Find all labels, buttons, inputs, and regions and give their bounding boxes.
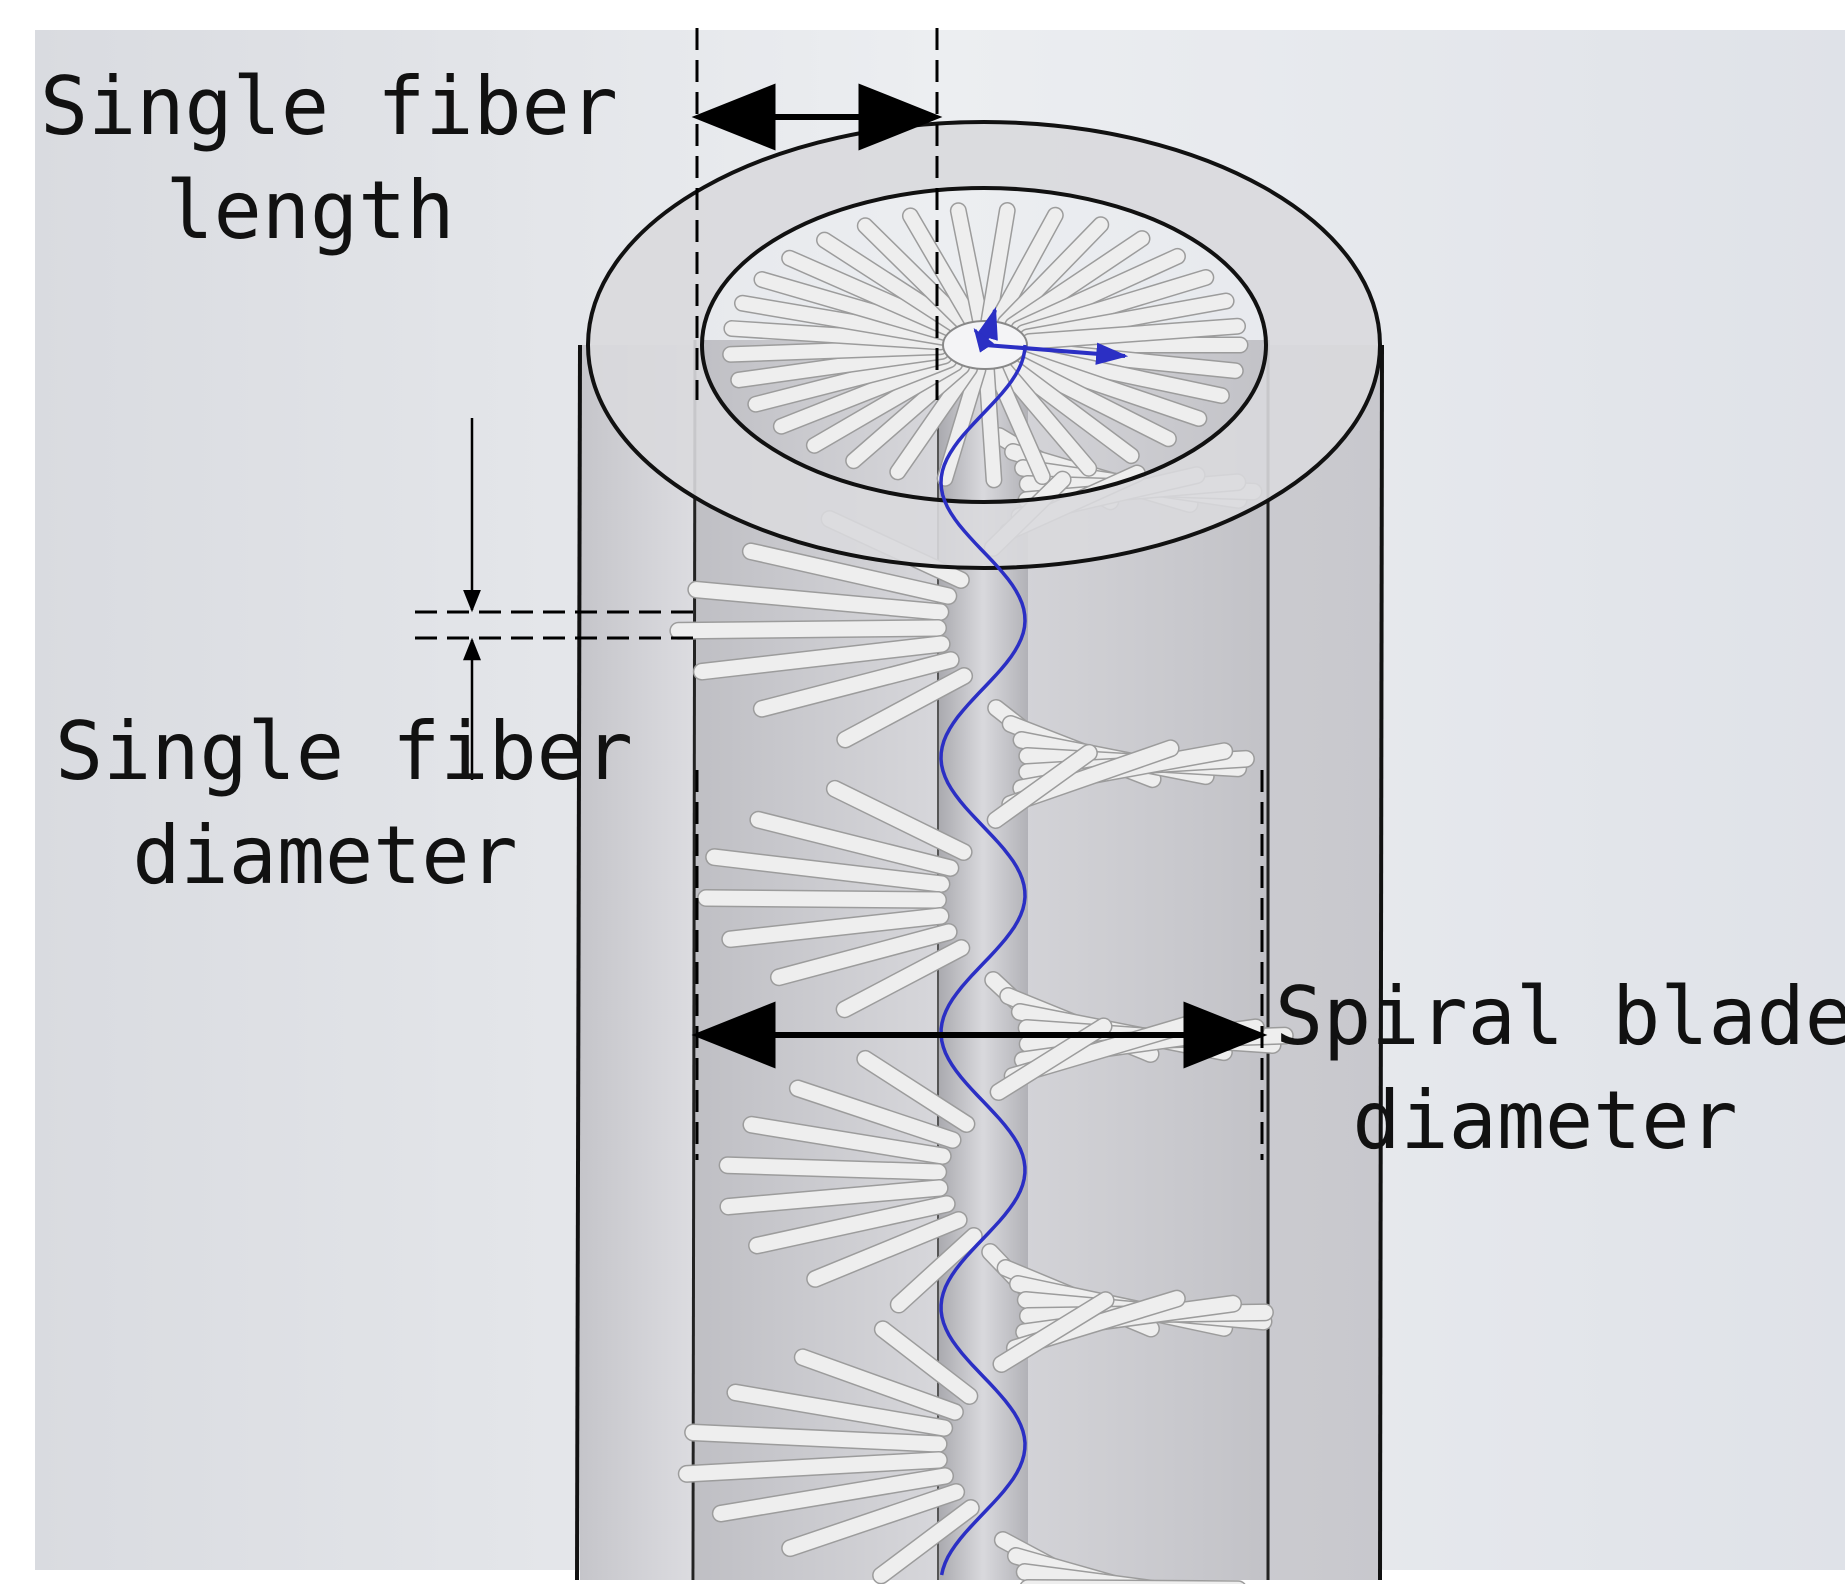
fiber-bristle [875, 1321, 977, 1404]
fiber-bristle [890, 361, 977, 479]
label-line: diameter [132, 809, 518, 902]
fiber-bristle [837, 940, 969, 1017]
inner-top-rim [700, 186, 1268, 504]
fiber-bristle [807, 1212, 967, 1287]
fiber-bristle [846, 359, 969, 468]
fiber-bristle [754, 272, 953, 340]
fiber-bristle [782, 251, 958, 336]
label-single-fiber-diameter: Single fiber diameter [55, 700, 633, 908]
outer-top-rim [586, 120, 1382, 570]
inner-bore-left-edge [691, 339, 697, 1581]
spiral-helix-curve [939, 344, 1027, 1576]
fiber-bristle [837, 668, 972, 748]
fiber-bristle [993, 1292, 1114, 1372]
label-line: Single fiber [55, 705, 633, 798]
fiber-bristle [1010, 355, 1176, 446]
fiber-bristle [795, 1349, 963, 1420]
coordinate-axes-icon [973, 306, 1129, 365]
fiber-bristle [1022, 319, 1245, 349]
fiber-bristle [1019, 347, 1229, 403]
fiber-bristle [688, 582, 948, 620]
outer-tube-right-edge [1378, 344, 1384, 1581]
fiber-bristle [679, 1452, 947, 1482]
fiber-bristle [979, 362, 1001, 487]
fiber-bristle [735, 296, 950, 345]
fiber-bristle [996, 360, 1096, 476]
fiber-bristle [698, 890, 946, 908]
fiber-bristle [903, 208, 979, 329]
fiber-bristle [891, 1228, 982, 1313]
fiber-bristle [713, 1468, 953, 1522]
fiber-bristle [1003, 358, 1139, 463]
fiber-bristle [1017, 1564, 1174, 1584]
label-spiral-blade-diameter: Spiral blade diameter [1275, 965, 1845, 1173]
fiber-length-dimension [691, 28, 943, 400]
fiber-bristle [1015, 351, 1206, 426]
top-fiber-ring [722, 202, 1249, 489]
label-line: Single fiber [40, 60, 618, 153]
fiber-bristle [981, 203, 1015, 328]
fiber-bristle [990, 208, 1063, 328]
fiber-diameter-dimension [415, 418, 700, 780]
fiber-bristle [938, 362, 985, 486]
fiber-bristle [771, 924, 957, 985]
fiber-bristle [754, 652, 959, 717]
fiber-bristle [724, 321, 948, 349]
fiber-bristle [706, 849, 949, 892]
fiber-bristle [782, 1484, 964, 1556]
fiber-bristle [1022, 342, 1243, 378]
outer-tube-left-edge [575, 344, 582, 1581]
fiber-bristle [670, 620, 946, 639]
fiber-bristle [727, 1385, 952, 1436]
fiber-bristle [827, 781, 972, 860]
fiber-bristle [988, 745, 1097, 828]
fiber-bristle [685, 1424, 947, 1452]
label-line: Spiral blade [1275, 970, 1845, 1063]
fiber-bristle [750, 812, 958, 876]
fiber-bristle [743, 543, 956, 604]
fiber-bristle [1011, 249, 1185, 336]
label-line: length [165, 164, 455, 257]
fiber-bristle [858, 218, 971, 330]
fiber-bristle [722, 908, 949, 947]
fiber-bristle [774, 353, 957, 434]
fiber-bristle [1005, 231, 1149, 333]
fiber-bristle [873, 1500, 979, 1583]
fiber-bristle [998, 217, 1108, 330]
fiber-bristle [988, 362, 1050, 484]
fiber-bristle [1016, 270, 1213, 340]
fiber-bristle [951, 203, 988, 328]
fiber-bristle [857, 1051, 974, 1132]
fiber-bristle [720, 1157, 946, 1180]
fiber-bristle [743, 1117, 951, 1164]
label-single-fiber-length: Single fiber length [40, 55, 618, 263]
fiber-bristle [807, 356, 962, 453]
fiber-bristle [790, 1080, 961, 1148]
label-line: diameter [1352, 1074, 1738, 1167]
blade-diameter-dimension [691, 770, 1268, 1160]
fiber-bristle [749, 1196, 955, 1253]
fiber-bristle [694, 636, 950, 680]
fiber-bristle [720, 1180, 948, 1215]
fiber-bristle [817, 233, 964, 333]
